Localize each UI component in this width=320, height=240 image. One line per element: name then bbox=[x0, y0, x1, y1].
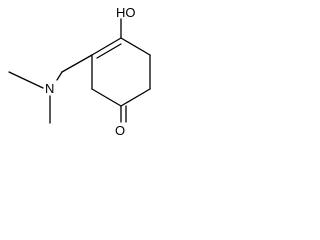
bond-c2-methylene bbox=[61, 54, 93, 73]
bond-ring-c6-c1 bbox=[91, 88, 122, 107]
bond-ring-c5-c6 bbox=[120, 88, 151, 107]
bond-n-methyl-left bbox=[8, 71, 44, 89]
bond-ring-c2-c3 bbox=[91, 37, 122, 56]
carbonyl-oxygen-label: O bbox=[115, 123, 125, 138]
nitrogen-label: N bbox=[45, 81, 54, 96]
bond-ring-c3-c4 bbox=[120, 37, 151, 56]
bond-ring-c2-c3-double bbox=[96, 43, 122, 59]
bond-methylene-n bbox=[56, 71, 63, 81]
chemical-structure-diagram: HO N O bbox=[8, 5, 151, 138]
hydroxyl-label: HO bbox=[116, 5, 136, 20]
